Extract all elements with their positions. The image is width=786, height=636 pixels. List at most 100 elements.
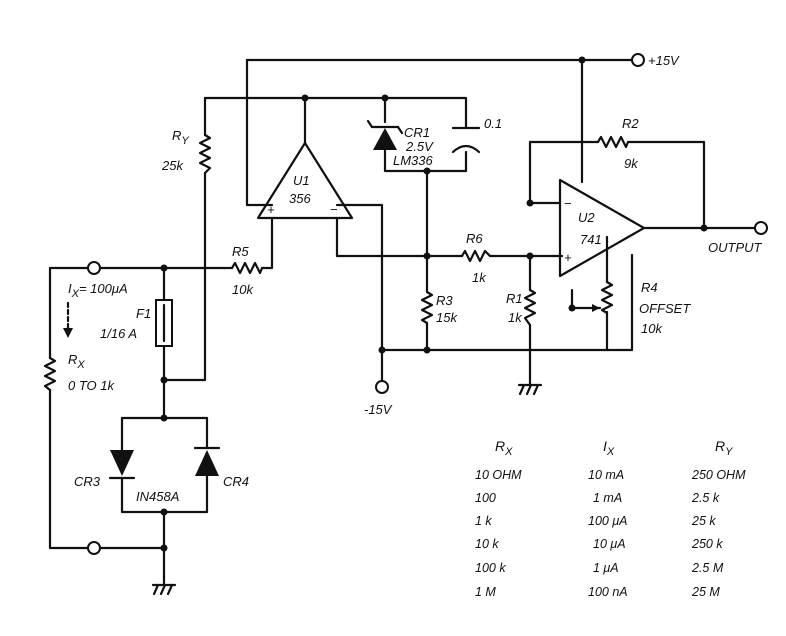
table-cell: 25 k [691,514,716,528]
f1-value: 1/16 A [100,326,137,341]
junction-dot [423,252,431,260]
resistor-rx: RX 0 TO 1k [43,352,116,393]
table-header-rx: RX [495,438,513,458]
table-cell: 2.5 k [691,491,720,505]
cr3-ref: CR3 [74,474,101,489]
table-header-ix: IX [603,438,615,458]
neg-supply-label: -15V [364,402,393,417]
ground-symbol [151,583,177,596]
ry-label: RY [172,128,189,147]
table-header-ry: RY [715,438,733,458]
resistor-r1: R1 1k [506,288,537,327]
potentiometer-r4: R4 OFFSET 10k [592,280,691,336]
junction-dot [568,304,576,312]
junction-dot [378,346,386,354]
neg-supply-terminal [375,380,389,394]
junction-dot [423,346,431,354]
resistor-ry: RY 25k [161,128,212,175]
r2-value: 9k [624,156,639,171]
pos-supply-terminal [631,53,645,67]
r4-value: 10k [641,321,663,336]
u1-opamp: U1 356 + − [256,141,354,220]
junction-dot [160,544,168,552]
fuse-f1: F1 1/16 A [100,299,173,347]
u1-part: 356 [289,191,311,206]
r6-value: 1k [472,270,487,285]
table-cell: 100 nA [588,585,628,599]
table-cell: 250 k [691,537,723,551]
junction-dot [700,224,708,232]
arrow-down-icon [63,328,73,338]
u2-plus-sign: + [564,250,572,265]
table-cell: 10 k [475,537,499,551]
output-terminal [754,221,768,235]
output-label: OUTPUT [708,240,763,255]
capacitor: 0.1 [451,116,502,154]
table-cell: 10 μA [593,537,626,551]
diode-part-label: IN458A [136,489,179,504]
r4-name: OFFSET [639,301,691,316]
r3-value: 15k [436,310,458,325]
junction-dot [526,199,534,207]
junction-dot [578,56,586,64]
cr1-voltage: 2.5V [405,139,434,154]
r1-value: 1k [508,310,523,325]
junction-dot [160,414,168,422]
junction-dot [381,94,389,102]
u2-opamp: U2 741 − + [558,178,646,278]
pos-supply-label: +15V [648,53,680,68]
ry-value: 25k [161,158,184,173]
table-cell: 1 k [475,514,492,528]
resistor-r5: R5 10k [230,244,264,297]
rx-label: RX [68,352,85,371]
cr1-ref: CR1 [404,125,430,140]
cr1-part: LM336 [393,153,434,168]
junction-dot [301,94,309,102]
ground-symbol [517,383,543,396]
diode-cr3: CR3 [74,450,136,489]
ix-annotation: IX= 100μA [63,281,128,338]
resistor-r6: R6 1k [460,231,492,285]
r3-ref: R3 [436,293,453,308]
table-cell: 1 mA [593,491,622,505]
u1-minus-sign: − [330,202,338,217]
r1-ref: R1 [506,291,523,306]
junction-dot [160,508,168,516]
capacitor-value: 0.1 [484,116,502,131]
junction-dots [160,56,708,552]
table-cell: 100 k [475,561,506,575]
table-cell: 10 OHM [475,468,522,482]
cr4-ref: CR4 [223,474,249,489]
ix-label: IX= 100μA [68,281,128,300]
table-cell: 250 OHM [691,468,746,482]
rx-range: 0 TO 1k [68,378,116,393]
resistor-r2: R2 9k [596,116,639,171]
table-cell: 1 μA [593,561,619,575]
input-terminal-top [87,261,101,275]
r5-ref: R5 [232,244,249,259]
r2-ref: R2 [622,116,639,131]
u1-plus-sign: + [267,202,275,217]
table-cell: 1 M [475,585,496,599]
junction-dot [526,252,534,260]
input-terminal-bottom [87,541,101,555]
r5-value: 10k [232,282,254,297]
table-cell: 100 μA [588,514,628,528]
junction-dot [160,376,168,384]
u2-part: 741 [580,232,602,247]
table-cell: 25 M [691,585,720,599]
u2-minus-sign: − [564,196,572,211]
u1-ref: U1 [293,173,310,188]
wires [48,58,757,587]
table-cell: 2.5 M [691,561,724,575]
diode-cr4: CR4 [193,446,249,489]
resistor-r3: R3 15k [420,290,458,325]
junction-dot [423,167,431,175]
cr1-zener: CR1 2.5V LM336 [366,119,434,168]
range-table: RX IX RY 10 OHM 10 mA 250 OHM 100 1 mA 2… [475,438,746,599]
table-cell: 100 [475,491,496,505]
u2-ref: U2 [578,210,595,225]
table-cell: 10 mA [588,468,624,482]
r6-ref: R6 [466,231,483,246]
